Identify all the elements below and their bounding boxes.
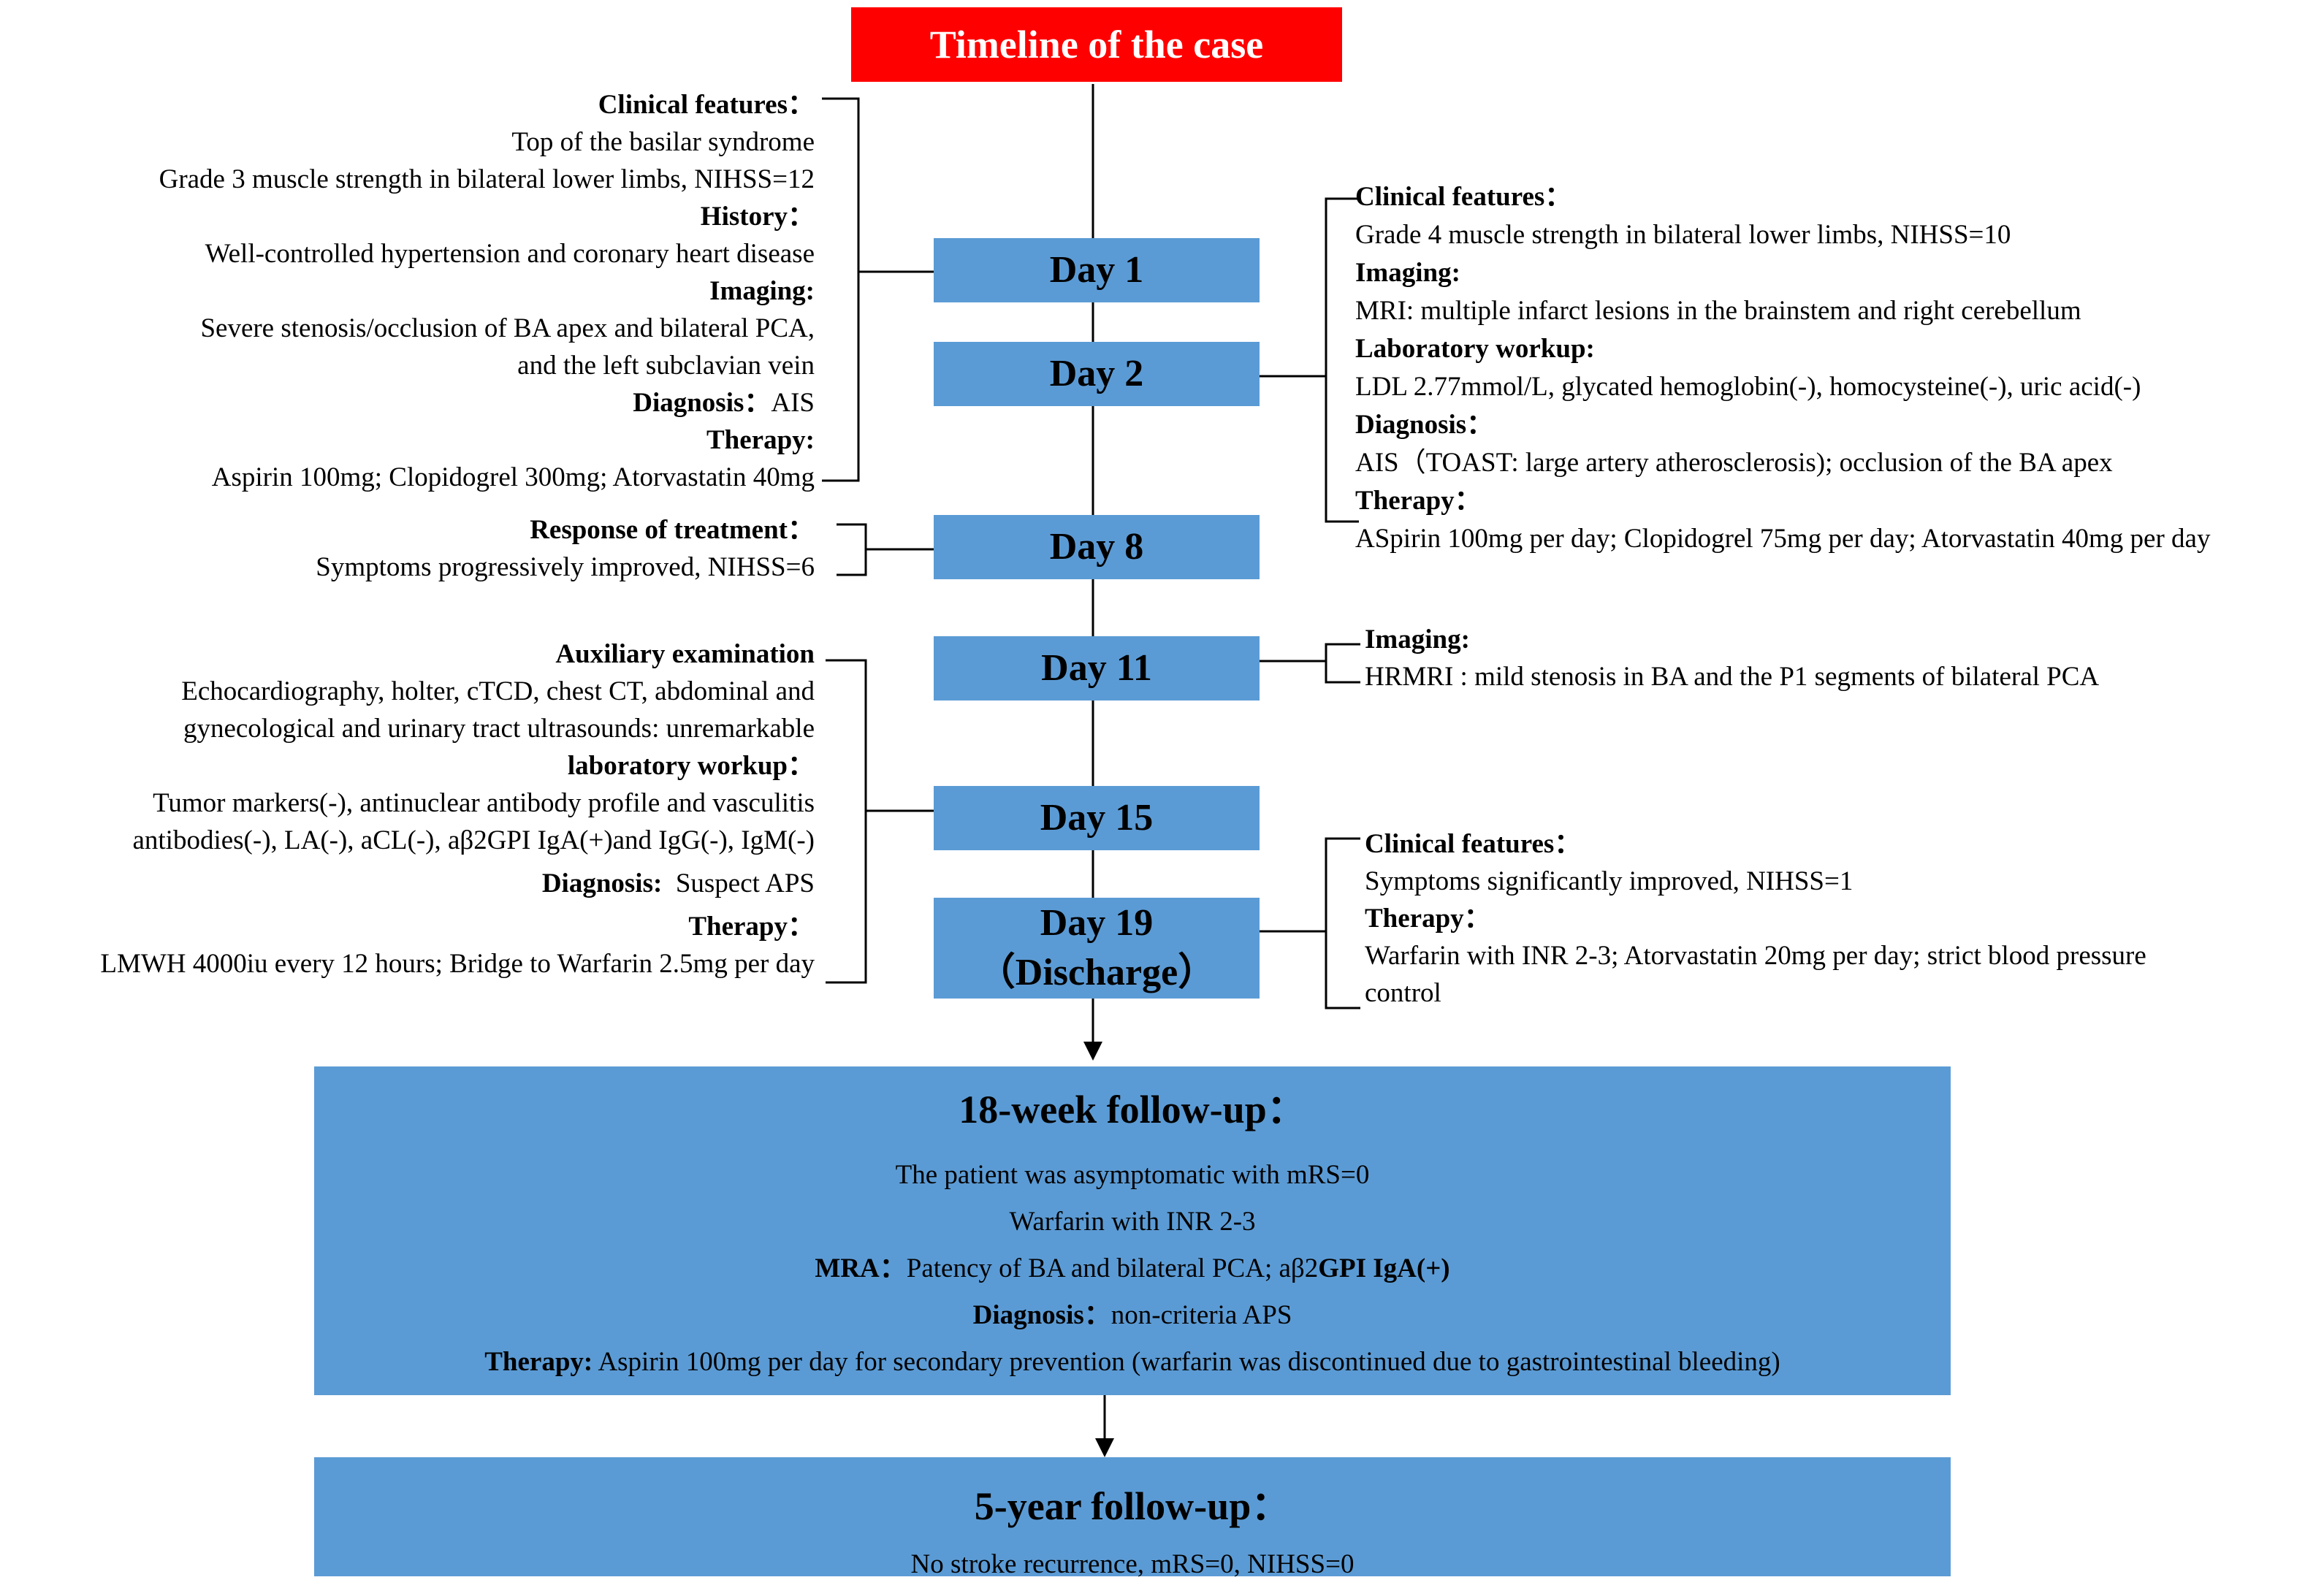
day-19-notes: Clinical features： Symptoms significantl… (1365, 825, 2146, 1012)
day-11-box: Day 11 (934, 636, 1260, 701)
note-line: Aspirin 100mg; Clopidogrel 300mg; Atorva… (211, 462, 815, 492)
followup-text: No stroke recurrence, mRS=0, NIHSS=0 (910, 1549, 1355, 1579)
note-line: antibodies(-), LA(-), aCL(-), aβ2GPI IgA… (132, 825, 815, 855)
note-line: Well-controlled hypertension and coronar… (205, 239, 815, 269)
day-15-notes: Auxiliary examination Echocardiography, … (100, 635, 815, 982)
day-2-notes: Clinical features： Grade 4 muscle streng… (1355, 178, 2210, 558)
day-8-box: Day 8 (934, 515, 1260, 579)
day-19-sublabel: （Discharge） (977, 952, 1216, 993)
note-line: Symptoms progressively improved, NIHSS=6 (316, 552, 815, 582)
note-line: Top of the basilar syndrome (511, 127, 815, 157)
followup-label: Diagnosis： (972, 1299, 1111, 1330)
followup-text: The patient was asymptomatic with mRS=0 (895, 1159, 1370, 1190)
day-11-label: Day 11 (1041, 647, 1152, 690)
bracket-day-19 (1325, 837, 1360, 1009)
note-line: Diagnosis: Suspect APS (100, 865, 815, 902)
note-line: and the left subclavian vein (517, 351, 815, 381)
timeline-title-text: Timeline of the case (929, 23, 1264, 66)
note-heading: laboratory workup： (567, 751, 815, 781)
bracket-day-8 (837, 523, 867, 576)
note-heading: Therapy： (1355, 486, 1482, 516)
followup-label: MRA： (815, 1253, 907, 1283)
note-line: ASpirin 100mg per day; Clopidogrel 75mg … (1355, 524, 2211, 554)
bracket-day-15 (826, 659, 867, 984)
day-2-box: Day 2 (934, 342, 1260, 406)
followup-5-year-box: 5-year follow-up： No stroke recurrence, … (314, 1457, 1951, 1579)
followup-18-week-box: 18-week follow-up： The patient was asymp… (314, 1066, 1951, 1395)
note-heading: Therapy： (688, 912, 815, 942)
day-19-label: Day 19 (1040, 902, 1154, 944)
note-line: LDL 2.77mmol/L, glycated hemoglobin(-), … (1355, 372, 2141, 402)
note-heading: Response of treatment： (530, 515, 815, 545)
bracket-day-1 (822, 97, 860, 482)
note-heading: Clinical features： (1365, 829, 1582, 859)
note-value: Suspect APS (675, 869, 815, 898)
note-heading: Diagnosis： (1355, 410, 1494, 440)
day-1-notes: Clinical features： Top of the basilar sy… (159, 86, 815, 496)
note-heading: Diagnosis: (541, 869, 663, 898)
note-line: Grade 3 muscle strength in bilateral low… (159, 164, 815, 194)
followup-line: Therapy: Aspirin 100mg per day for secon… (484, 1339, 1780, 1386)
followup-line: Warfarin with INR 2-3 (1009, 1199, 1255, 1245)
note-heading: Imaging: (709, 276, 815, 306)
bracket-day-2 (1325, 197, 1359, 523)
followup-line: The patient was asymptomatic with mRS=0 (896, 1152, 1370, 1199)
followup-text: Patency of BA and bilateral PCA; aβ2 (906, 1253, 1319, 1283)
note-heading: Diagnosis： (633, 388, 772, 418)
followup-text: Warfarin with INR 2-3 (1009, 1206, 1256, 1237)
followup-5-year-title: 5-year follow-up： (974, 1484, 1291, 1528)
note-heading: Clinical features： (1355, 182, 1572, 212)
day-15-label: Day 15 (1040, 797, 1154, 839)
note-line: gynecological and urinary tract ultrasou… (183, 714, 815, 744)
followup-line: No stroke recurrence, mRS=0, NIHSS=0 (911, 1541, 1355, 1588)
note-line: Diagnosis：AIS (159, 384, 815, 421)
day-8-notes: Response of treatment： Symptoms progress… (316, 511, 815, 586)
followup-text: Aspirin 100mg per day for secondary prev… (593, 1346, 1780, 1377)
day-8-label: Day 8 (1049, 526, 1144, 568)
day-11-notes: Imaging: HRMRI : mild stenosis in BA and… (1365, 621, 2099, 695)
note-line: Warfarin with INR 2-3; Atorvastatin 20mg… (1365, 941, 2146, 971)
note-line: Grade 4 muscle strength in bilateral low… (1355, 220, 2011, 250)
arrow-head-to-18-week (1083, 1042, 1102, 1061)
followup-text: non-criteria APS (1110, 1299, 1292, 1330)
note-heading: Clinical features： (598, 90, 815, 120)
timeline-title: Timeline of the case (851, 7, 1342, 82)
day-15-box: Day 15 (934, 786, 1260, 850)
followup-label: Therapy: (484, 1346, 593, 1377)
note-line: MRI: multiple infarct lesions in the bra… (1355, 296, 2081, 326)
followup-18-week-title: 18-week follow-up： (959, 1087, 1306, 1131)
note-line: Echocardiography, holter, cTCD, chest CT… (181, 676, 815, 706)
note-line: Severe stenosis/occlusion of BA apex and… (200, 313, 815, 343)
note-heading: Therapy: (706, 425, 815, 455)
note-line: HRMRI : mild stenosis in BA and the P1 s… (1365, 662, 2100, 692)
note-heading: History： (700, 202, 815, 232)
bracket-day-11 (1325, 643, 1360, 684)
note-line: control (1365, 978, 1441, 1008)
note-value: AIS (771, 388, 815, 418)
followup-line: Diagnosis：non-criteria APS (973, 1292, 1292, 1339)
note-line: AIS（TOAST: large artery atherosclerosis)… (1355, 448, 2113, 478)
note-heading: Auxiliary examination (555, 639, 815, 669)
day-19-box: Day 19 （Discharge） (934, 898, 1260, 999)
note-line: LMWH 4000iu every 12 hours; Bridge to Wa… (100, 949, 815, 979)
note-heading: Laboratory workup: (1355, 334, 1595, 364)
note-line: Tumor markers(-), antinuclear antibody p… (153, 788, 815, 818)
day-1-label: Day 1 (1049, 249, 1144, 291)
arrow-head-to-5-year (1095, 1438, 1114, 1457)
followup-bold-tail: GPI IgA(+) (1318, 1253, 1450, 1283)
note-heading: Imaging: (1365, 625, 1470, 654)
day-2-label: Day 2 (1049, 353, 1144, 395)
note-heading: Therapy： (1365, 904, 1491, 934)
note-line: Symptoms significantly improved, NIHSS=1 (1365, 866, 1854, 896)
day-1-box: Day 1 (934, 238, 1260, 302)
note-heading: Imaging: (1355, 258, 1460, 288)
followup-line: MRA：Patency of BA and bilateral PCA; aβ2… (815, 1245, 1449, 1292)
